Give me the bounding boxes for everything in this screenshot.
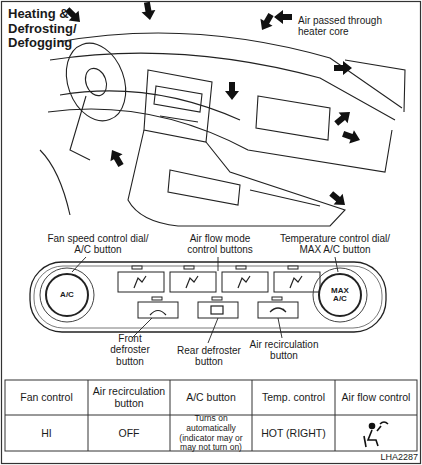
table-header: Air flow control xyxy=(337,381,415,415)
callout-label: Air flow mode control buttons xyxy=(176,230,264,258)
settings-table xyxy=(5,380,417,451)
control-dial: MAX A/C xyxy=(318,273,362,317)
table-cell: HOT (RIGHT) xyxy=(254,416,333,451)
figure-title: Heating & Defrosting/ Defogging xyxy=(8,6,108,52)
callout-label: Rear defroster button xyxy=(168,342,250,370)
dial-label: MAX A/C xyxy=(327,287,353,304)
control-panel xyxy=(30,262,386,332)
legend-text: Air passed through heater core xyxy=(298,6,382,46)
airflow-icon xyxy=(364,422,388,447)
table-cell: Turns on automatically (indicator may or… xyxy=(172,416,250,451)
table-header: Fan control xyxy=(7,381,86,415)
callout-label: Front defroster button xyxy=(98,336,162,364)
table-header: Temp. control xyxy=(254,381,333,415)
figure-code: LHA2287 xyxy=(356,451,418,464)
legend-arrow xyxy=(274,10,292,24)
table-cell: OFF xyxy=(90,416,168,451)
dial-label: A/C xyxy=(54,291,80,299)
panel-buttons xyxy=(118,266,320,318)
table-cell: HI xyxy=(7,416,86,451)
table-header: Air recirculation button xyxy=(90,381,168,415)
control-dial: A/C xyxy=(45,273,89,317)
dashboard-drawing xyxy=(40,33,405,226)
callout-label: Temperature control dial/ MAX A/C button xyxy=(268,230,402,258)
leader-lines xyxy=(72,257,338,343)
callout-label: Fan speed control dial/ A/C button xyxy=(46,230,150,258)
callout-label: Air recirculation button xyxy=(244,336,324,364)
table-header: A/C button xyxy=(172,381,250,415)
